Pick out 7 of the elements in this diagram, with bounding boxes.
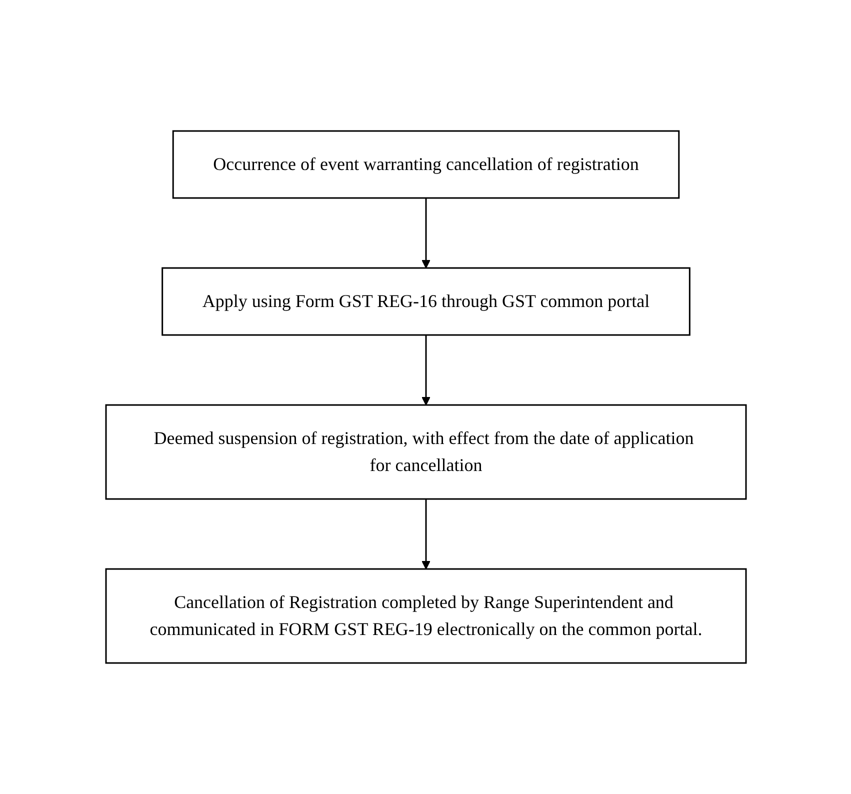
arrow bbox=[421, 499, 430, 570]
node-box: Cancellation of Registration completed by Range Superintendent and communicated in FORM GST REG-19 electronically on the common portal. bbox=[104, 568, 746, 664]
node-box: Occurrence of event warranting cancellation of registration bbox=[172, 130, 680, 199]
node-box: Apply using Form GST REG-16 through GST common portal bbox=[161, 267, 690, 336]
arrow bbox=[421, 335, 430, 406]
arrow bbox=[421, 198, 430, 268]
node-box: Deemed suspension of registration, with effect from the date of application for cancellation bbox=[104, 404, 746, 500]
